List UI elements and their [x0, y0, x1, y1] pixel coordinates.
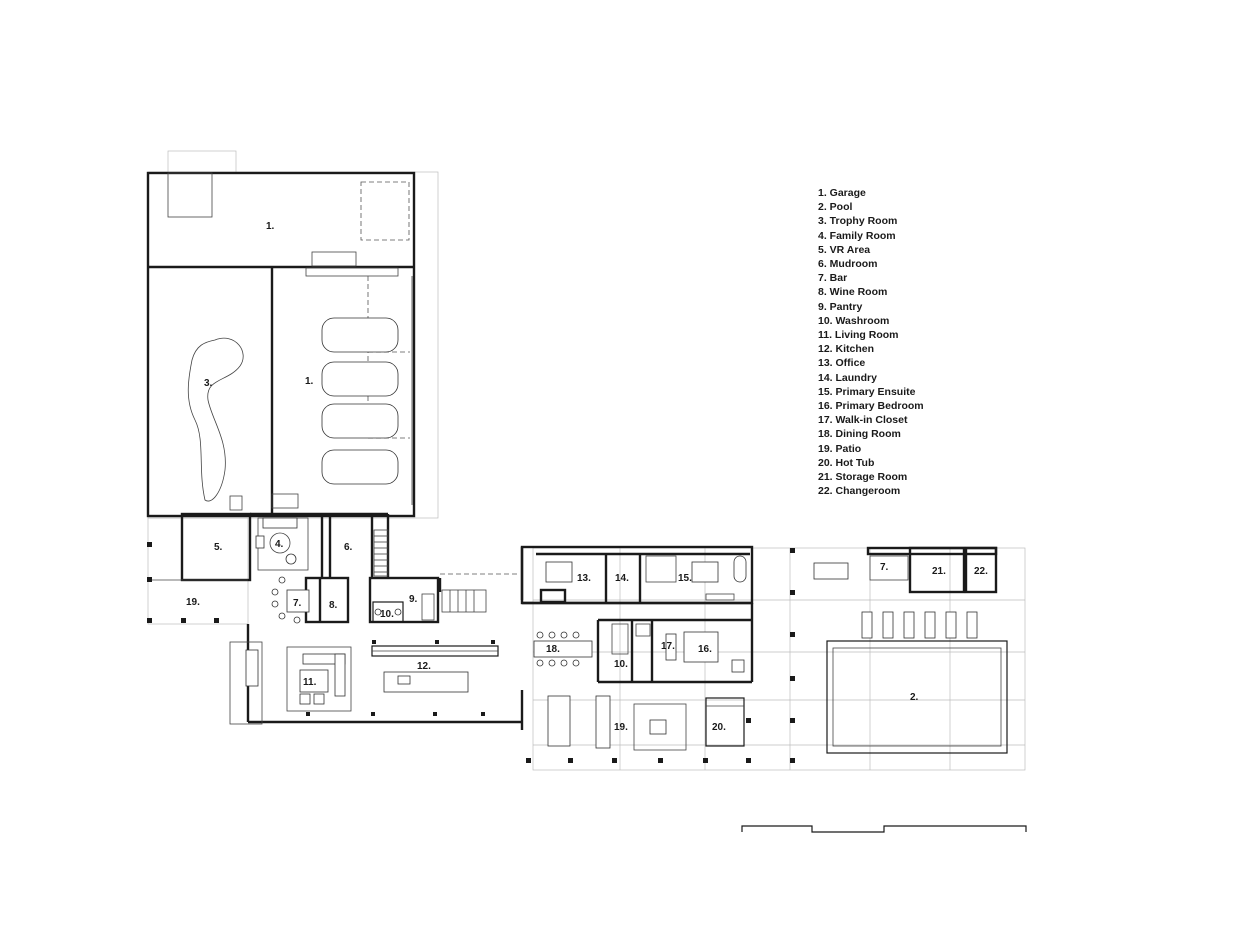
scale-bar: [741, 825, 1027, 833]
living-kitchen: [229, 576, 522, 725]
room-label-garage-main: 1.: [305, 376, 314, 387]
room-label-kitchen: 12.: [417, 661, 431, 672]
legend-item: 6. Mudroom: [818, 258, 878, 271]
room-label-garage-north: 1.: [266, 221, 275, 232]
legend-item: 9. Pantry: [818, 300, 863, 313]
pool-area: [813, 546, 1008, 754]
room-label-office: 13.: [577, 573, 591, 584]
legend-item: 17. Walk-in Closet: [818, 414, 908, 427]
room-label-washroom-primary: 10.: [614, 659, 628, 670]
room-label-hot-tub: 20.: [712, 722, 726, 733]
legend-item: 21. Storage Room: [818, 471, 908, 484]
legend-item: 11. Living Room: [818, 329, 899, 342]
room-label-mudroom: 6.: [344, 542, 353, 553]
west-wing: [180, 512, 520, 624]
room-label-pool: 2.: [910, 692, 919, 703]
room-label-living-room: 11.: [303, 677, 317, 688]
legend-item: 5. VR Area: [818, 243, 871, 256]
south-patio: [526, 548, 795, 763]
legend-item: 18. Dining Room: [818, 428, 901, 441]
east-wing: [520, 545, 754, 730]
legend-item: 19. Patio: [818, 442, 862, 455]
legend-item: 4. Family Room: [818, 229, 896, 242]
legend-item: 8. Wine Room: [818, 286, 888, 299]
legend-item: 22. Changeroom: [818, 485, 901, 498]
legend-item: 12. Kitchen: [818, 343, 875, 356]
room-label-primary-ensuite: 15.: [678, 573, 692, 584]
legend-item: 16. Primary Bedroom: [818, 400, 924, 413]
legend-item: 15. Primary Ensuite: [818, 385, 916, 398]
room-label-patio-south: 19.: [614, 722, 628, 733]
legend-item: 13. Office: [818, 357, 866, 370]
room-label-vr-area: 5.: [214, 542, 223, 553]
room-label-bar-pool: 7.: [880, 562, 889, 573]
legend-item: 20. Hot Tub: [818, 456, 875, 469]
room-label-pantry: 9.: [409, 594, 418, 605]
room-label-bar-main: 7.: [293, 598, 302, 609]
legend-item: 14. Laundry: [818, 371, 877, 384]
room-label-primary-bedroom: 16.: [698, 644, 712, 655]
legend-item: 3. Trophy Room: [818, 215, 898, 228]
room-labels: 1. 1. 2. 3. 4. 5. 6. 7. 7. 8. 9. 10. 10.…: [186, 221, 988, 733]
room-label-washroom-main: 10.: [380, 609, 394, 620]
garage-block: [146, 171, 416, 518]
room-label-changeroom: 22.: [974, 566, 988, 577]
legend-item: 7. Bar: [818, 272, 848, 285]
legend-item: 1. Garage: [818, 187, 866, 199]
west-patio: [147, 542, 248, 623]
room-label-dining-room: 18.: [546, 644, 560, 655]
legend-item: 10. Washroom: [818, 314, 890, 327]
room-label-trophy-room: 3.: [204, 378, 213, 389]
room-label-wine-room: 8.: [329, 600, 338, 611]
room-label-patio-west: 19.: [186, 597, 200, 608]
room-label-family-room: 4.: [275, 539, 284, 550]
room-label-laundry: 14.: [615, 573, 629, 584]
room-label-storage-room: 21.: [932, 566, 946, 577]
room-label-walkin-closet: 17.: [661, 641, 675, 652]
room-legend: 1. Garage 2. Pool 3. Trophy Room 4. Fami…: [818, 186, 924, 498]
legend-item: 2. Pool: [818, 201, 853, 214]
